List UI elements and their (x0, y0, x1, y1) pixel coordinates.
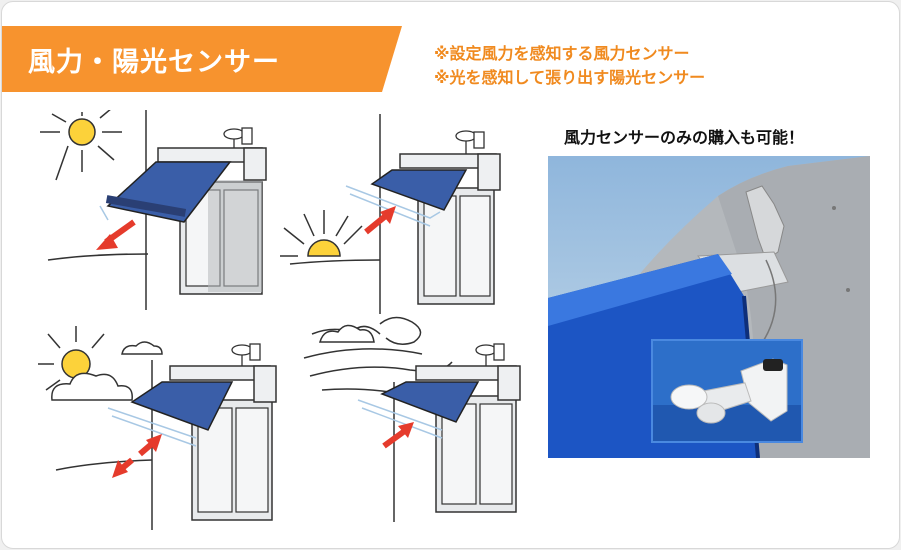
arrow-icon (364, 206, 396, 235)
cloud-icon (121, 341, 163, 355)
illustration-cloudy-retract (38, 326, 277, 530)
illustration-sunrise-extend (280, 114, 501, 314)
title-banner: 風力・陽光センサー (2, 26, 402, 92)
sun-icon (40, 110, 122, 181)
cloud-icon (51, 372, 133, 401)
sensor-closeup-inset (651, 339, 803, 443)
note-sun-sensor: ※光を感知して張り出す陽光センサー (434, 68, 706, 87)
illustration-windy-retract (303, 316, 521, 522)
photo-caption: 風力センサーのみの購入も可能！ (564, 128, 805, 147)
arrow-icon (96, 219, 136, 250)
sun-icon (280, 210, 363, 257)
illustration-sunny-retract (40, 110, 267, 310)
product-photo (548, 156, 870, 458)
wind-sensor-icon (670, 358, 788, 424)
wind-sensor-icon (455, 130, 485, 154)
wind-sensor-icon (475, 343, 505, 366)
page-title: 風力・陽光センサー (28, 47, 280, 78)
arrow-icon (112, 434, 162, 478)
arrow-icon (382, 422, 414, 449)
cloud-icon (319, 324, 375, 343)
note-wind-sensor: ※設定風力を感知する風力センサー (434, 44, 690, 63)
sun-icon (38, 326, 105, 391)
wind-sensor-icon (223, 127, 253, 148)
wind-sensor-icon (231, 343, 261, 366)
